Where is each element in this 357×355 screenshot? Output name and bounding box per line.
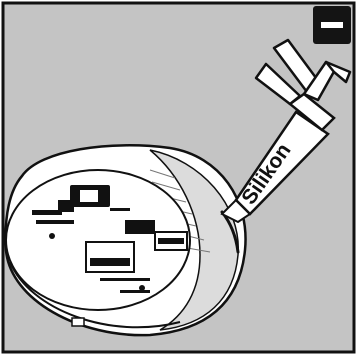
housing-tab	[72, 318, 84, 326]
component-right-fill	[158, 238, 184, 244]
connector-pins	[90, 258, 130, 266]
label-strip-2	[36, 220, 74, 224]
trace-3	[120, 290, 150, 293]
trace-1	[110, 208, 130, 211]
screw-1	[49, 233, 55, 239]
minus-badge	[313, 6, 351, 44]
chip-window	[80, 190, 98, 202]
label-strip	[32, 210, 62, 215]
connector-block	[86, 242, 134, 272]
trace-2	[100, 278, 150, 281]
minus-icon	[321, 22, 343, 28]
component-row	[125, 220, 155, 234]
